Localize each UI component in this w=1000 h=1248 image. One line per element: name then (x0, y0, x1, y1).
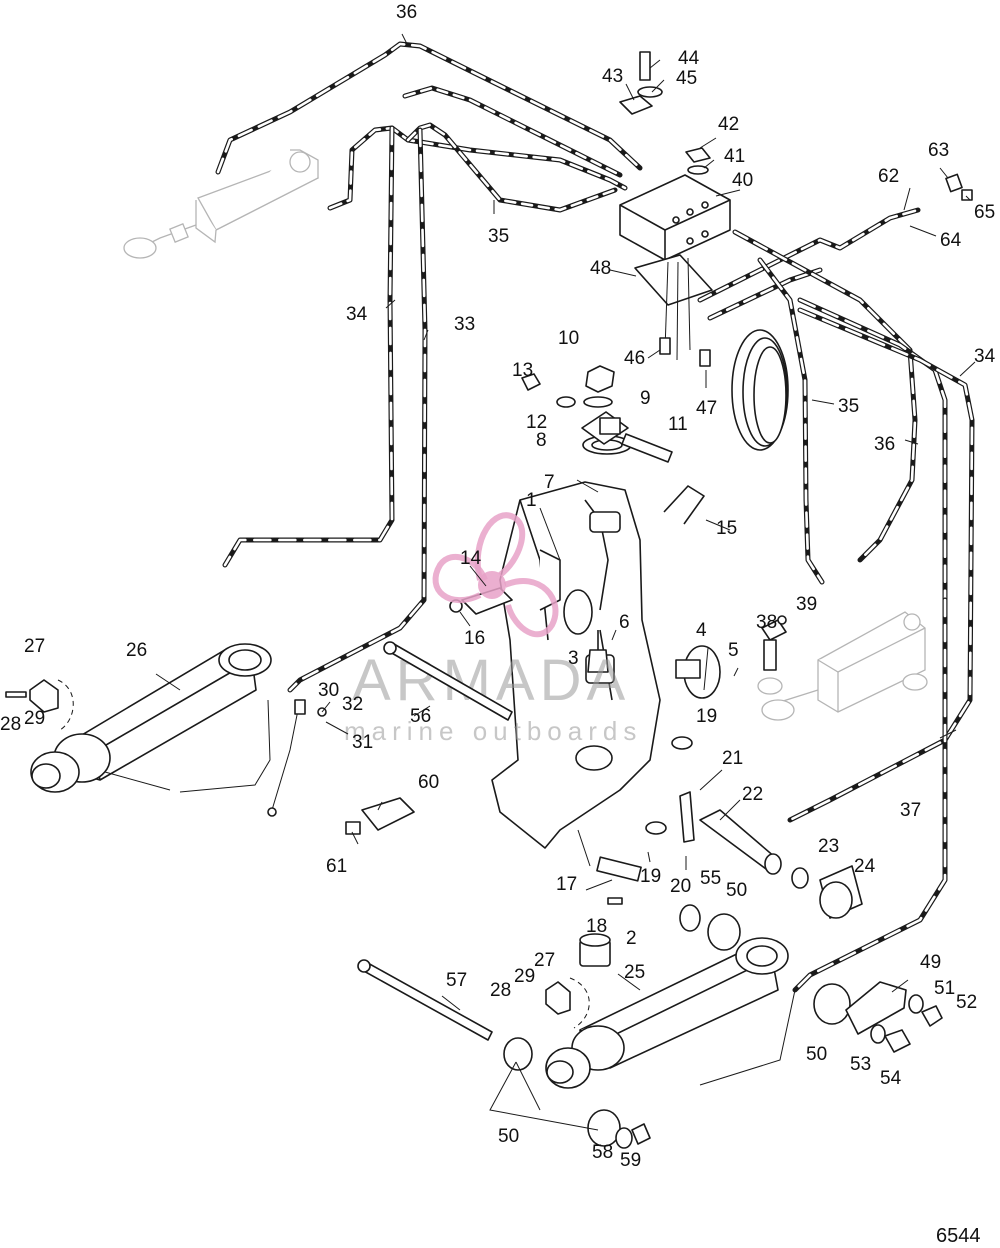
callout-30: 30 (318, 680, 339, 701)
callout-51: 51 (934, 978, 955, 999)
callout-7: 7 (544, 472, 555, 493)
callout-34-right: 34 (974, 346, 996, 367)
callout-55: 55 (700, 868, 721, 889)
callout-19-upper: 19 (696, 706, 717, 727)
callout-54: 54 (880, 1068, 902, 1089)
callout-12: 12 (526, 412, 547, 433)
hydraulic-hoses (179, 41, 975, 1086)
callout-9: 9 (640, 388, 651, 409)
callout-17: 17 (556, 874, 577, 895)
callout-13: 13 (512, 360, 533, 381)
callout-62: 62 (878, 166, 899, 187)
callout-41: 41 (724, 146, 745, 167)
callout-19-lower: 19 (640, 866, 661, 887)
callout-10: 10 (558, 328, 579, 349)
callout-23: 23 (818, 836, 839, 857)
steering-cylinder-left (5, 643, 272, 793)
callout-65: 65 (974, 202, 995, 223)
callout-58: 58 (592, 1142, 613, 1163)
callout-24: 24 (854, 856, 876, 877)
tie-rods (357, 641, 782, 1041)
callout-39: 39 (796, 594, 817, 615)
callout-34-left: 34 (346, 304, 368, 325)
callout-27-left: 27 (24, 636, 45, 657)
callout-2: 2 (626, 928, 637, 949)
callout-32: 32 (342, 694, 363, 715)
callout-50-right: 50 (806, 1044, 827, 1065)
callout-35-right: 35 (838, 396, 859, 417)
manifold-fittings (659, 257, 711, 367)
steering-bracket (491, 481, 661, 849)
leader-lines (155, 33, 976, 1131)
manifold-hardware (619, 51, 973, 201)
armada-logo-icon (432, 512, 559, 638)
callout-26: 26 (126, 640, 147, 661)
callout-1: 1 (526, 490, 537, 511)
callout-14: 14 (460, 548, 482, 569)
callout-8: 8 (536, 430, 547, 451)
callout-31: 31 (352, 732, 373, 753)
callout-36-right: 36 (874, 434, 895, 455)
callout-64: 64 (940, 230, 962, 251)
callout-47: 47 (696, 398, 717, 419)
ghost-cylinder-right (757, 611, 928, 721)
callout-35-upper: 35 (488, 226, 509, 247)
callout-43: 43 (602, 66, 623, 87)
callout-29-left: 29 (24, 708, 45, 729)
watermark-subtitle: marine outboards (344, 716, 642, 746)
callout-4: 4 (696, 620, 707, 641)
bushings-and-fasteners (294, 615, 943, 1149)
callout-22: 22 (742, 784, 763, 805)
callout-5: 5 (728, 640, 739, 661)
callout-29-lower: 29 (514, 966, 535, 987)
callout-56: 56 (410, 706, 431, 727)
callout-16: 16 (464, 628, 485, 649)
callout-21: 21 (722, 748, 743, 769)
callout-18: 18 (586, 916, 607, 937)
callout-45: 45 (676, 68, 697, 89)
callout-11: 11 (668, 414, 688, 435)
callout-50-lower: 50 (498, 1126, 519, 1147)
figure-number: 6544 (936, 1225, 981, 1247)
steering-cylinder-lower (545, 937, 789, 1089)
callout-44: 44 (678, 48, 700, 69)
callout-28-lower: 28 (490, 980, 511, 1001)
callout-20: 20 (670, 876, 691, 897)
callout-61: 61 (326, 856, 347, 877)
callout-57: 57 (446, 970, 467, 991)
callout-27-lower: 27 (534, 950, 555, 971)
ghost-cylinder-upper-left (123, 149, 320, 259)
coiled-hose-bundle (731, 329, 789, 451)
callout-50-mid: 50 (726, 880, 747, 901)
callout-38: 38 (756, 612, 777, 633)
callout-53: 53 (850, 1054, 871, 1075)
callout-28-left: 28 (0, 714, 21, 735)
callout-labels: 1 2 3 4 5 6 7 8 9 10 11 12 13 14 15 16 1… (0, 2, 996, 1171)
callout-46: 46 (624, 348, 645, 369)
callout-15: 15 (716, 518, 737, 539)
callout-40: 40 (732, 170, 753, 191)
callout-42: 42 (718, 114, 739, 135)
callout-33: 33 (454, 314, 475, 335)
callout-3: 3 (568, 648, 579, 669)
callout-59: 59 (620, 1150, 641, 1171)
callout-60: 60 (418, 772, 439, 793)
callout-52: 52 (956, 992, 977, 1013)
callout-63: 63 (928, 140, 949, 161)
callout-37: 37 (900, 800, 921, 821)
callout-25: 25 (624, 962, 645, 983)
callout-6: 6 (619, 612, 630, 633)
callout-36-top: 36 (396, 2, 417, 23)
manifold-gasket (634, 254, 713, 306)
callout-48: 48 (590, 258, 611, 279)
manifold-block (619, 174, 731, 261)
callout-49: 49 (920, 952, 941, 973)
